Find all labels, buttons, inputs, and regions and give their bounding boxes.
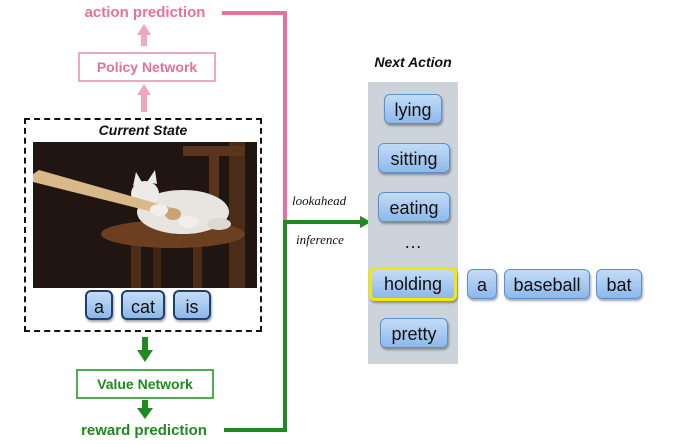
green-down-arrow-2: [137, 400, 153, 419]
lookahead-label: lookahead: [292, 193, 347, 208]
continuation-token-a: a: [467, 269, 497, 299]
cat-photo: [33, 142, 257, 288]
pink-up-arrow-2: [137, 84, 151, 112]
continuation-token-baseball: baseball: [504, 269, 590, 299]
action-option-holding: holding: [369, 267, 457, 301]
policy-network-box: Policy Network: [78, 52, 216, 82]
current-state-box: [24, 118, 262, 332]
action-option-sitting: sitting: [378, 143, 450, 173]
state-token-cat: cat: [121, 290, 165, 320]
action-ellipsis: …: [404, 232, 422, 252]
current-state-title: Current State: [98, 122, 188, 138]
green-down-arrow-1: [137, 337, 153, 362]
cat-with-bat-image: [33, 142, 257, 288]
action-option-lying: lying: [384, 94, 442, 124]
continuation-token-bat: bat: [596, 269, 642, 299]
value-network-box: Value Network: [76, 369, 214, 399]
next-action-title: Next Action: [374, 54, 452, 70]
reward-prediction-label: reward prediction: [81, 422, 207, 439]
action-option-eating: eating: [378, 192, 450, 222]
state-token-a: a: [85, 290, 113, 320]
green-connector: [224, 220, 360, 432]
green-arrowhead: [360, 216, 371, 228]
next-action-panel: [368, 82, 458, 364]
action-prediction-label: action prediction: [84, 4, 206, 21]
pink-up-arrow-1: [137, 24, 151, 46]
inference-label: inference: [296, 232, 344, 247]
state-token-is: is: [173, 290, 211, 320]
action-option-pretty: pretty: [380, 318, 448, 348]
